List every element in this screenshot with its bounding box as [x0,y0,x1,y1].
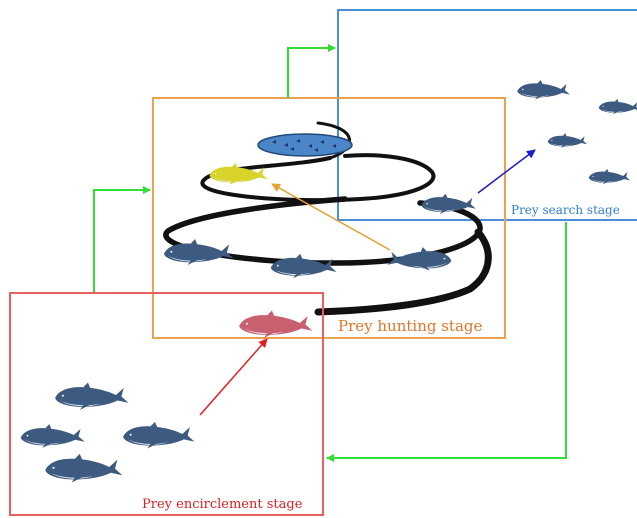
whale-icon [45,453,123,483]
whale-icon [517,80,570,100]
whale-icon [270,253,337,279]
whale-icon [588,168,631,185]
prey-search-stage-box [337,9,637,221]
search-stage-whales [421,80,637,215]
hunter-whale-icon [239,310,313,338]
encirclement-stage-whales [20,382,195,483]
flow-arrow-search-to-encirclement [326,222,567,462]
prey-hunting-stage-label: Prey hunting stage [338,317,482,335]
whale-icon [20,424,85,448]
flow-arrow-hunting-to-search [287,44,336,98]
search-arrow [477,149,536,194]
flow-arrow-encirclement-to-hunting [93,186,151,293]
prey-search-stage-label: Prey search stage [511,203,620,217]
encircle-arrow [199,338,268,416]
attack-arrow [271,183,391,251]
whale-icon [123,421,195,449]
whale-icon [55,382,129,410]
whale-icon [547,133,588,148]
whale-icon [598,98,637,115]
prey-hunting-stage-box [152,97,506,339]
prey-encirclement-stage-box [9,292,324,516]
fish-school-icon [257,133,353,157]
prey-encirclement-stage-label: Prey encirclement stage [142,497,303,512]
